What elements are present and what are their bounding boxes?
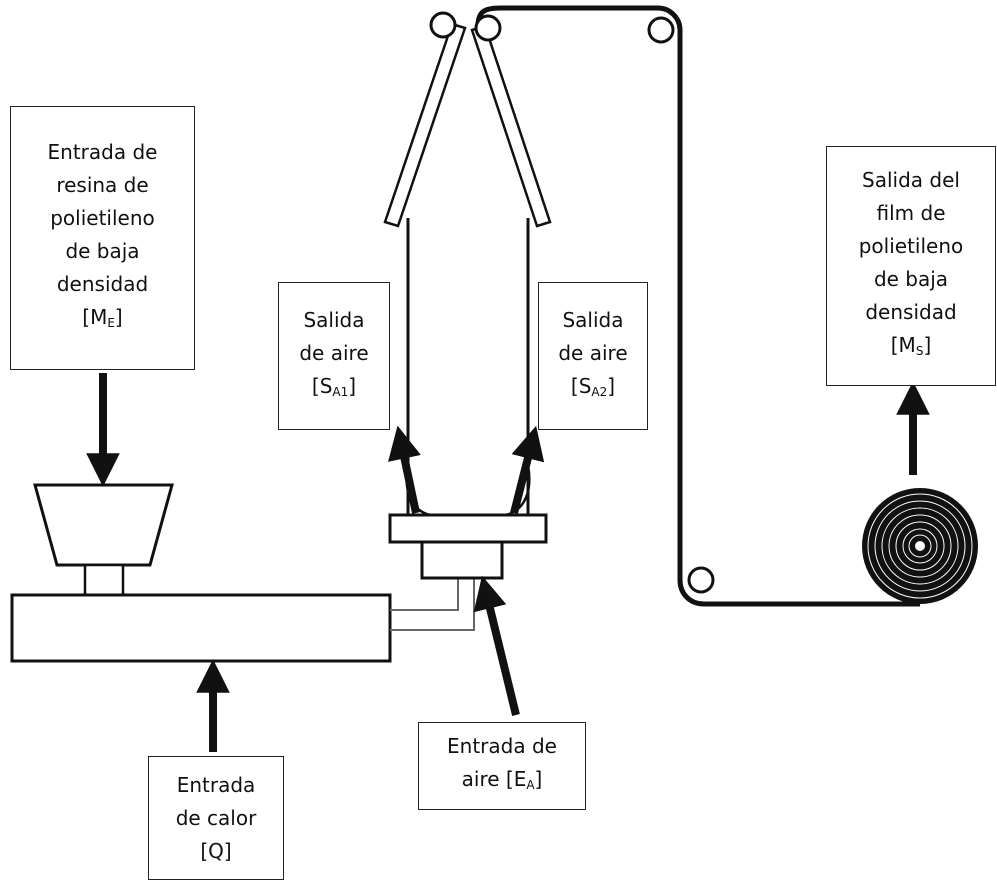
resin-line-5: densidad xyxy=(56,272,149,296)
resin-line-3: polietileno xyxy=(50,206,155,230)
air-out-2-label: Salida de aire [SA2] xyxy=(538,282,648,430)
heat-line-1: Entrada xyxy=(176,772,256,797)
guide-roller xyxy=(647,16,675,44)
air-out-2-symbol: [SA2] xyxy=(570,373,616,399)
film-symbol: [MS] xyxy=(890,333,932,358)
resin-input-label: Entrada de resina de polietileno de baja… xyxy=(10,106,195,370)
resin-line-2: resina de xyxy=(56,173,149,197)
air-out-2-symbol-sub: A2 xyxy=(591,384,608,399)
air-input-line-1: Entrada de xyxy=(447,734,557,758)
film-line-5: densidad xyxy=(865,300,957,324)
air-out-2-arrow xyxy=(510,425,545,514)
collapsing-frame-left xyxy=(383,22,467,228)
air-pipe xyxy=(390,578,475,631)
air-input-line-2: aire [EA] xyxy=(461,767,543,792)
extruder-barrel xyxy=(10,593,392,663)
resin-symbol-main: M xyxy=(90,305,108,329)
air-out-1-symbol-main: S xyxy=(319,373,333,398)
film-line-2: film de xyxy=(876,201,946,225)
air-input-label: Entrada de aire [EA] xyxy=(418,722,586,810)
guide-roller xyxy=(687,566,715,594)
air-input-symbol-sub: A xyxy=(526,778,535,792)
resin-symbol-sub: E xyxy=(107,316,115,330)
air-out-2-line-1: Salida xyxy=(562,307,624,332)
air-out-2-line-2: de aire xyxy=(558,340,628,365)
film-output-label: Salida del film de polietileno de baja d… xyxy=(826,146,996,386)
hopper-neck xyxy=(83,563,125,597)
resin-line-4: de baja xyxy=(65,239,140,263)
air-input-symbol-main: E xyxy=(513,767,527,791)
heat-line-2: de calor xyxy=(175,805,257,830)
resin-line-1: Entrada de xyxy=(47,140,158,164)
film-line-1: Salida del xyxy=(862,168,960,192)
hopper xyxy=(33,483,174,567)
film-symbol-sub: S xyxy=(915,344,924,358)
resin-symbol: [ME] xyxy=(82,305,123,330)
heat-input-label: Entrada de calor [Q] xyxy=(148,756,284,880)
heat-symbol: [Q] xyxy=(200,838,232,863)
film-path xyxy=(475,5,920,607)
film-line-4: de baja xyxy=(873,267,949,291)
die-base xyxy=(420,538,504,580)
nip-roller xyxy=(474,14,502,42)
air-pipe xyxy=(390,578,459,611)
air-input-prefix: aire [ xyxy=(461,767,514,791)
air-out-2-symbol-main: S xyxy=(578,373,592,398)
air-out-1-line-2: de aire xyxy=(299,340,369,365)
air-out-1-arrow xyxy=(388,425,421,514)
air-out-1-symbol-sub: A1 xyxy=(332,384,349,399)
die-plate xyxy=(388,513,548,544)
air-out-1-symbol: [SA1] xyxy=(311,373,357,399)
air-out-1-line-1: Salida xyxy=(303,307,365,332)
film-symbol-main: M xyxy=(898,333,916,357)
film-line-3: polietileno xyxy=(858,234,964,258)
air-out-1-label: Salida de aire [SA1] xyxy=(278,282,390,430)
nip-roller xyxy=(429,11,457,39)
air-input-arrow xyxy=(473,575,520,716)
collapsing-frame-right xyxy=(470,24,552,228)
film-roll xyxy=(862,488,978,604)
